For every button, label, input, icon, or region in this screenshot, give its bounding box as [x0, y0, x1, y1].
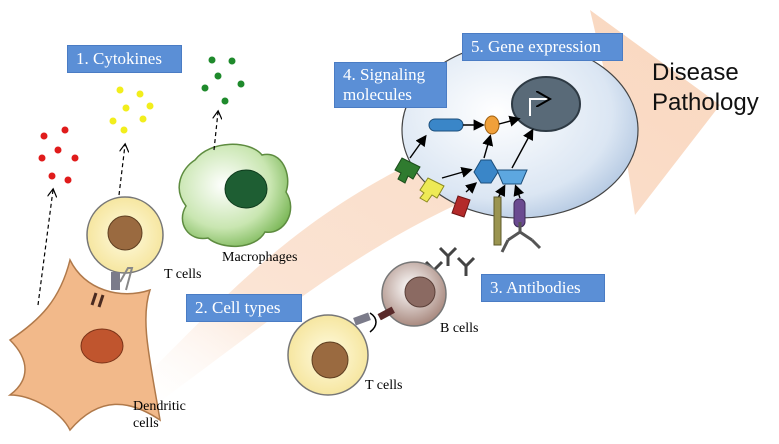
t-cells-bottom-label: T cells — [365, 378, 403, 393]
signaling-molecule-trapezoid — [496, 169, 528, 185]
receptor-olive — [493, 196, 502, 246]
receptor-green — [394, 157, 421, 184]
tcr-top-hook — [119, 267, 134, 291]
signaling-molecule-blue-rect — [428, 118, 464, 132]
antibodies-label: 3. Antibodies — [481, 274, 605, 302]
signaling-label-line1: 4. Signaling — [343, 65, 426, 84]
gene-promoter-icon — [529, 99, 548, 116]
t-cell-top-nucleus — [107, 215, 143, 251]
tcr-top — [111, 272, 120, 290]
cytokines-red — [38, 126, 79, 184]
receptor-yellow — [419, 177, 445, 203]
cytokines-yellow — [109, 86, 154, 134]
antibody-bound — [500, 222, 542, 253]
signaling-label-line2: molecules — [343, 85, 412, 104]
dendritic-label-line1: Dendritic — [133, 399, 186, 414]
cell-types-label: 2. Cell types — [186, 294, 302, 322]
disease-pathology-label: Disease Pathology — [652, 58, 759, 118]
secretion-arrow-t-cell — [118, 145, 125, 196]
dendritic-label-line2: cells — [133, 416, 159, 431]
signaling-molecule-orange — [484, 115, 500, 135]
signaling-molecule-hexagon — [473, 159, 499, 184]
synapse-curve — [369, 312, 377, 333]
nucleus — [511, 76, 581, 132]
bcr — [377, 306, 395, 321]
receptor-red — [451, 195, 471, 218]
disease-label: Disease — [652, 59, 739, 86]
cytokines-green — [201, 56, 245, 105]
secretion-arrow-dendritic — [37, 190, 53, 306]
b-cells-label: B cells — [440, 321, 479, 336]
macrophage-nucleus — [224, 169, 268, 209]
t-cells-top-label: T cells — [164, 267, 202, 282]
b-cell-nucleus — [404, 276, 436, 308]
cytokines-label: 1. Cytokines — [67, 45, 182, 73]
tcr-bottom — [353, 312, 371, 326]
signaling-label: 4. Signaling molecules — [334, 62, 447, 108]
dendritic-cells-label: Dendritic cells — [133, 398, 186, 432]
macrophages-label: Macrophages — [222, 250, 298, 265]
t-cell-bottom-nucleus — [311, 341, 349, 379]
gene-expression-label: 5. Gene expression — [462, 33, 623, 61]
dendritic-receptors — [90, 292, 105, 308]
secretion-arrow-macrophage — [214, 112, 218, 151]
dendritic-nucleus — [80, 328, 124, 364]
pathology-label: Pathology — [652, 89, 759, 116]
